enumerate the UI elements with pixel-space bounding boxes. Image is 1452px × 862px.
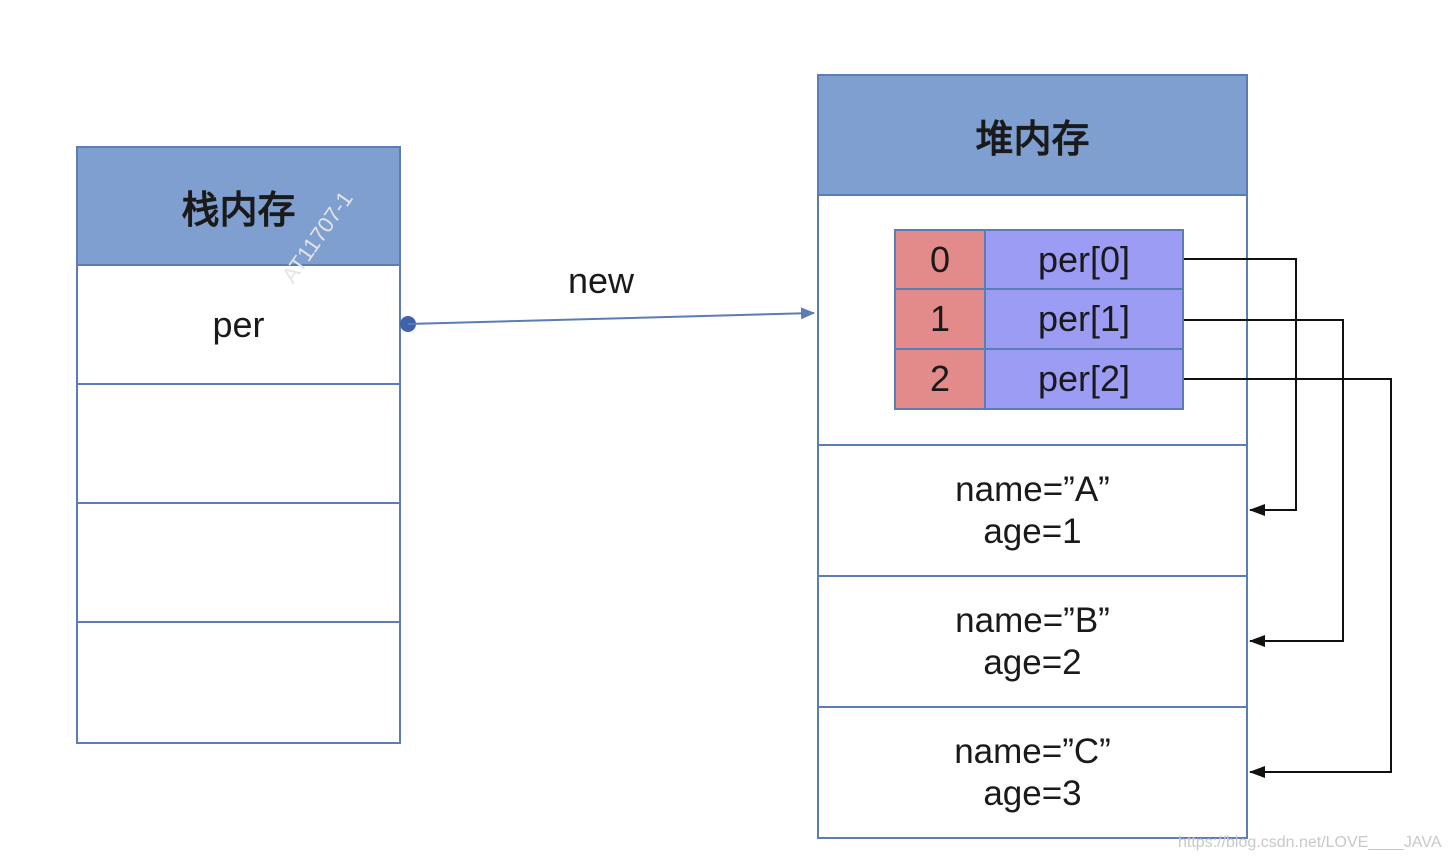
heap-memory-title: 堆内存 [817, 74, 1248, 196]
object-a-name: name=”A” [955, 469, 1110, 509]
link-per0-to-object-a [1184, 258, 1297, 516]
stack-row-empty [76, 621, 401, 744]
array-value-2: per[2] [984, 348, 1184, 410]
array-value-0: per[0] [984, 229, 1184, 290]
heap-object-a: name=”A” age=1 [817, 444, 1248, 577]
link-per1-to-object-b [1184, 319, 1344, 647]
link-per2-to-object-c [1184, 378, 1392, 778]
array-index-0: 0 [894, 229, 986, 290]
object-a-age: age=1 [983, 511, 1082, 551]
stack-memory: 栈内存 per [76, 146, 401, 744]
heap-object-b: name=”B” age=2 [817, 575, 1248, 708]
object-b-name: name=”B” [955, 600, 1110, 640]
object-b-age: age=2 [983, 642, 1082, 682]
new-edge-label: new [568, 260, 635, 301]
watermark-url: https://blog.csdn.net/LOVE____JAVA [1178, 834, 1442, 851]
heap-object-c: name=”C” age=3 [817, 706, 1248, 839]
stack-row-empty [76, 383, 401, 504]
object-c-name: name=”C” [954, 731, 1111, 771]
heap-array-table: 0 per[0] 1 per[1] 2 per[2] [894, 229, 1184, 410]
object-c-age: age=3 [983, 773, 1082, 813]
stack-memory-title: 栈内存 [76, 146, 401, 266]
array-value-1: per[1] [984, 288, 1184, 350]
array-index-2: 2 [894, 348, 986, 410]
new-reference-arrow [407, 307, 815, 325]
